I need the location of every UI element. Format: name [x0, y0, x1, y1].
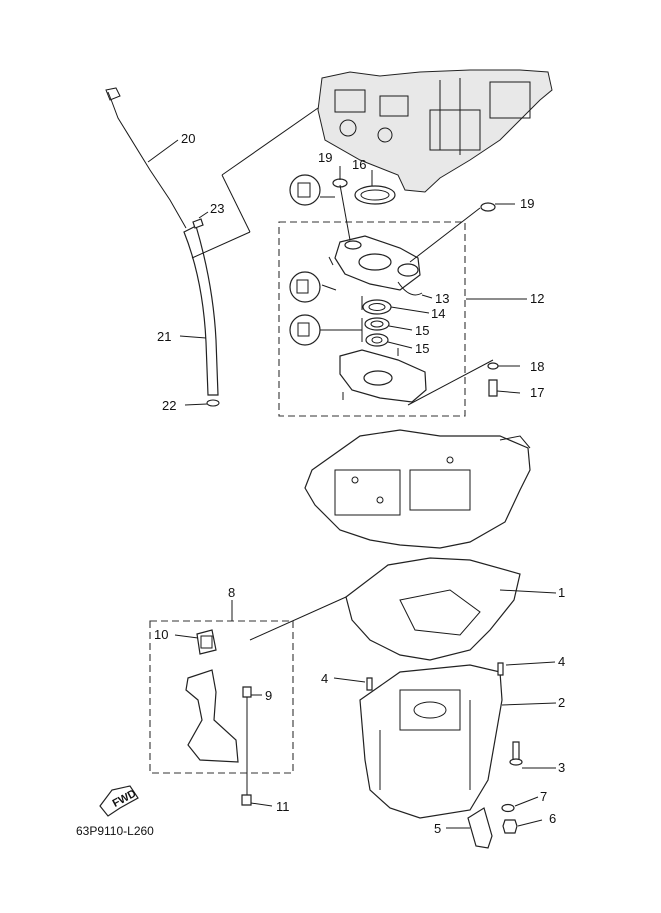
- figure-code: 63P9110-L260: [76, 824, 154, 838]
- gasket: [196, 629, 217, 655]
- oil-seal: [354, 185, 396, 205]
- oil-seal: [362, 299, 392, 315]
- bolt: [192, 218, 204, 229]
- oil-seal: [364, 317, 390, 331]
- callout-10: 10: [154, 627, 168, 642]
- bolt: [242, 686, 252, 698]
- washer: [501, 803, 515, 813]
- callout-16: 16: [352, 157, 366, 172]
- callout-17: 17: [530, 385, 544, 400]
- drain-pipe: [467, 807, 493, 849]
- callout-13: 13: [435, 291, 449, 306]
- oil-strainer: [185, 669, 239, 763]
- callout-8: 8: [228, 585, 235, 600]
- oil-seal: [365, 333, 389, 347]
- callout-21: 21: [157, 329, 171, 344]
- o-ring: [206, 399, 220, 407]
- oil-pan: [359, 664, 503, 819]
- callout-4: 4: [558, 654, 565, 669]
- callout-5: 5: [434, 821, 441, 836]
- dipstick-assembly: [105, 87, 319, 407]
- gasket: [345, 557, 521, 661]
- callout-1: 1: [558, 585, 565, 600]
- leader-lines: [147, 139, 557, 829]
- drain-plug: [502, 819, 518, 834]
- callout-11: 11: [276, 799, 290, 814]
- callout-9: 9: [265, 688, 272, 703]
- callout-19: 19: [318, 150, 332, 165]
- dowel-pin: [497, 662, 504, 676]
- callout-15: 15: [415, 323, 429, 338]
- callout-19: 19: [520, 196, 534, 211]
- grease-icon: [289, 314, 321, 346]
- bolt: [488, 379, 498, 397]
- callout-20: 20: [181, 131, 195, 146]
- callout-2: 2: [558, 695, 565, 710]
- callout-23: 23: [210, 201, 224, 216]
- dipstick: [107, 91, 187, 229]
- grease-icon: [289, 271, 321, 303]
- callout-15: 15: [415, 341, 429, 356]
- oil-strainer-group: [149, 620, 294, 774]
- power-head-outline: [317, 69, 553, 193]
- callout-7: 7: [540, 789, 547, 804]
- callout-labels: 1 2 3 4 4 5 6 7 8 9 10 11 12 13 14 15 15…: [154, 131, 565, 836]
- callout-3: 3: [558, 760, 565, 775]
- forward-arrow-icon: [99, 785, 139, 817]
- callout-4: 4: [321, 671, 328, 686]
- washer: [487, 362, 499, 370]
- callout-12: 12: [530, 291, 544, 306]
- dipstick-guide-tube: [183, 225, 219, 396]
- housing-assembly-group: [278, 221, 466, 417]
- o-ring: [480, 202, 496, 212]
- callout-6: 6: [549, 811, 556, 826]
- exhaust-guide: [304, 429, 531, 549]
- callout-14: 14: [431, 306, 445, 321]
- bolt: [241, 794, 252, 806]
- dowel-pin: [366, 677, 373, 691]
- callout-22: 22: [162, 398, 176, 413]
- callout-18: 18: [530, 359, 544, 374]
- grease-icon: [289, 174, 321, 206]
